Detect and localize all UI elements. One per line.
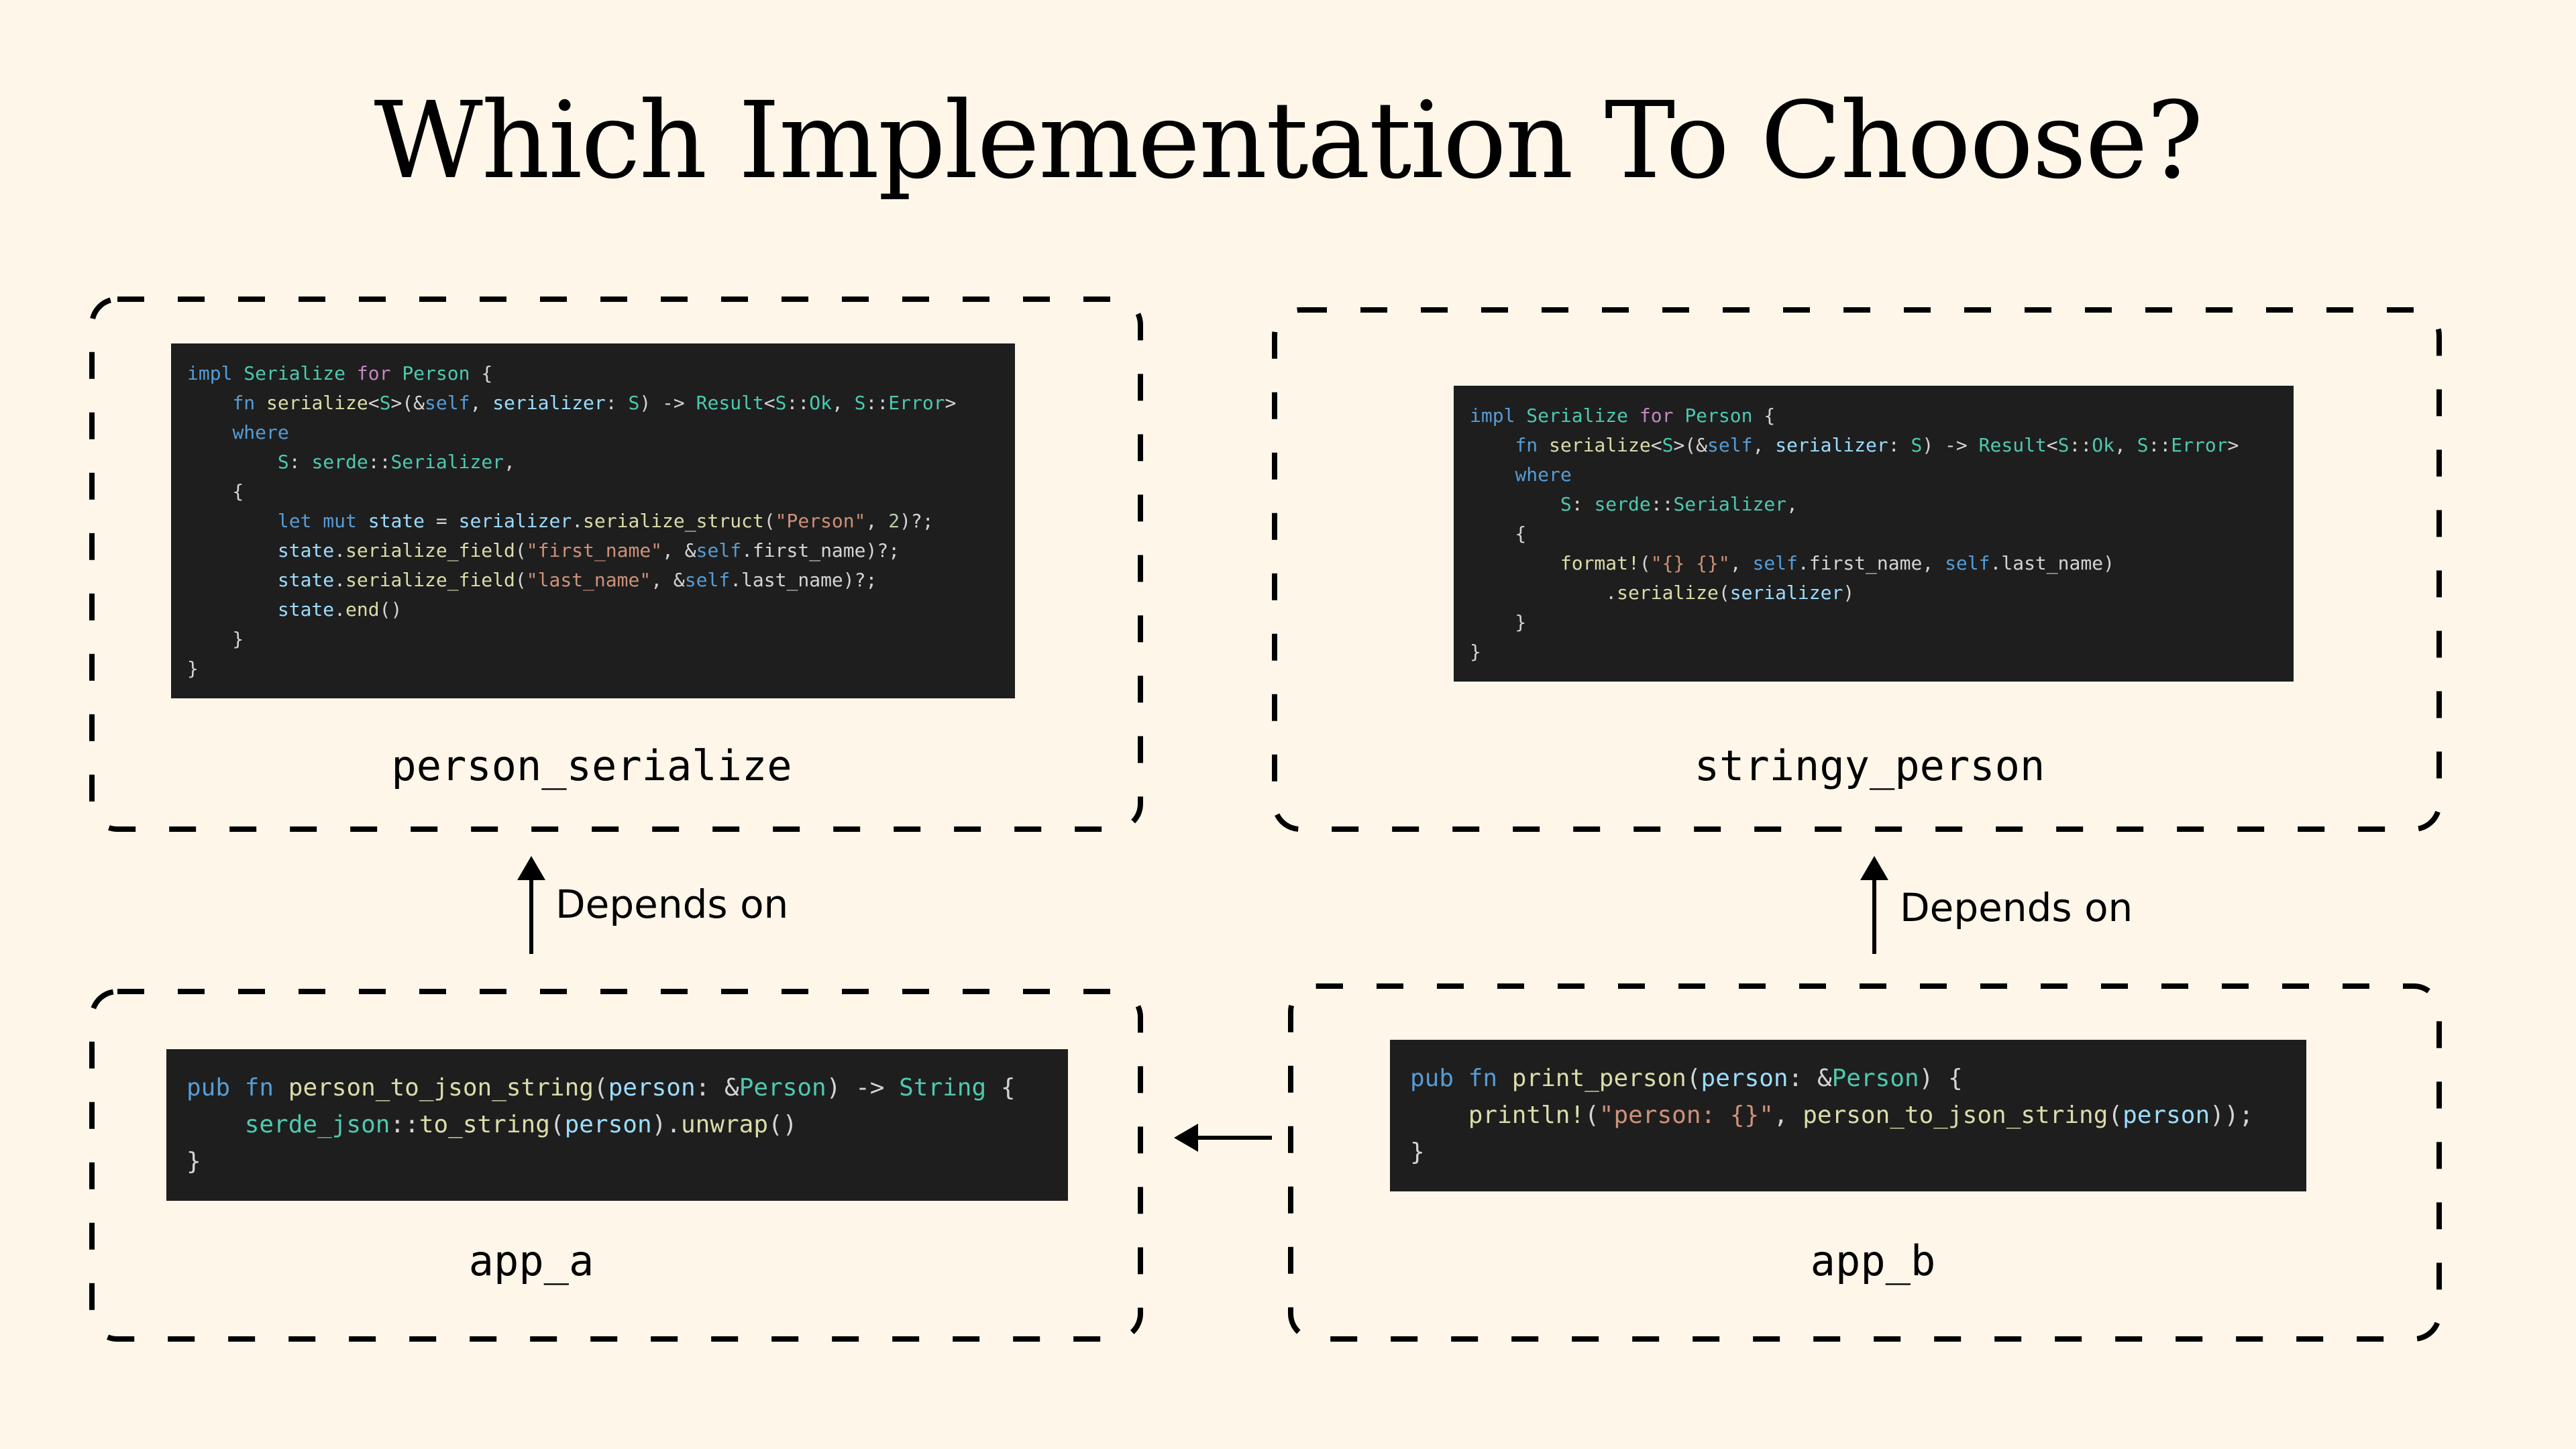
code-line: state.serialize_field("last_name", &self… bbox=[277, 569, 877, 591]
code-line: fn serialize<S>(&self, serializer: S) ->… bbox=[1515, 434, 2239, 456]
code-line: println!("person: {}", person_to_json_st… bbox=[1468, 1102, 2254, 1129]
dashed-border bbox=[1272, 307, 2442, 832]
crate-label: stringy_person bbox=[1694, 741, 2045, 790]
code-line: impl Serialize for Person { bbox=[187, 362, 493, 384]
code-line: .serialize(serializer) bbox=[1470, 582, 1855, 604]
page-title: Which Implementation To Choose? bbox=[374, 79, 2203, 203]
code-line: } bbox=[1470, 611, 1527, 633]
crate-box-stringy-person: impl Serialize for Person { fn serialize… bbox=[1272, 307, 2442, 832]
depends-on-label: Depends on bbox=[1900, 885, 2133, 930]
crate-label: app_a bbox=[468, 1236, 594, 1285]
code-line: } bbox=[1470, 641, 1481, 663]
code-line: where bbox=[232, 421, 289, 443]
code-line: } bbox=[187, 657, 199, 680]
code-line: S: serde::Serializer, bbox=[277, 451, 515, 473]
code-block: pub fn person_to_json_string(person: &Pe… bbox=[166, 1049, 1068, 1201]
code-line: S: serde::Serializer, bbox=[1560, 493, 1798, 515]
depends-on-label: Depends on bbox=[555, 881, 789, 927]
code-line: } bbox=[186, 1148, 201, 1175]
code-line: } bbox=[1410, 1138, 1425, 1166]
arrow-up-icon bbox=[517, 856, 545, 954]
crate-label: app_b bbox=[1810, 1236, 1936, 1285]
crate-box-app-b: pub fn print_person(person: &Person) { p… bbox=[1288, 983, 2442, 1342]
crate-box-app-a: pub fn person_to_json_string(person: &Pe… bbox=[89, 989, 1143, 1342]
code-line: } bbox=[187, 628, 244, 650]
code-line: { bbox=[187, 480, 244, 502]
code-line: where bbox=[1515, 464, 1572, 486]
code-block: impl Serialize for Person { fn serialize… bbox=[171, 343, 1015, 698]
code-line: impl Serialize for Person { bbox=[1470, 405, 1776, 427]
dashed-border bbox=[89, 297, 1143, 832]
code-line: serde_json::to_string(person).unwrap() bbox=[244, 1111, 798, 1138]
code-line: format!("{} {}", self.first_name, self.l… bbox=[1560, 552, 2114, 574]
code-line: fn serialize<S>(&self, serializer: S) ->… bbox=[232, 392, 957, 414]
code-line: state.serialize_field("first_name", &sel… bbox=[277, 539, 900, 561]
code-line: pub fn print_person(person: &Person) { bbox=[1410, 1065, 1963, 1092]
dashed-border bbox=[1288, 983, 2442, 1342]
arrow-up-icon bbox=[1860, 856, 1888, 954]
dashed-border bbox=[89, 989, 1143, 1342]
code-line: { bbox=[1470, 523, 1527, 545]
code-block: pub fn print_person(person: &Person) { p… bbox=[1390, 1040, 2306, 1191]
arrow-left-icon bbox=[1174, 1124, 1272, 1152]
crate-box-person-serialize: impl Serialize for Person { fn serialize… bbox=[89, 297, 1143, 832]
code-line: state.end() bbox=[277, 598, 402, 621]
crate-label: person_serialize bbox=[391, 741, 792, 790]
code-line: let mut state = serializer.serialize_str… bbox=[277, 510, 934, 532]
code-line: pub fn person_to_json_string(person: &Pe… bbox=[186, 1074, 1016, 1102]
code-block: impl Serialize for Person { fn serialize… bbox=[1454, 386, 2294, 682]
